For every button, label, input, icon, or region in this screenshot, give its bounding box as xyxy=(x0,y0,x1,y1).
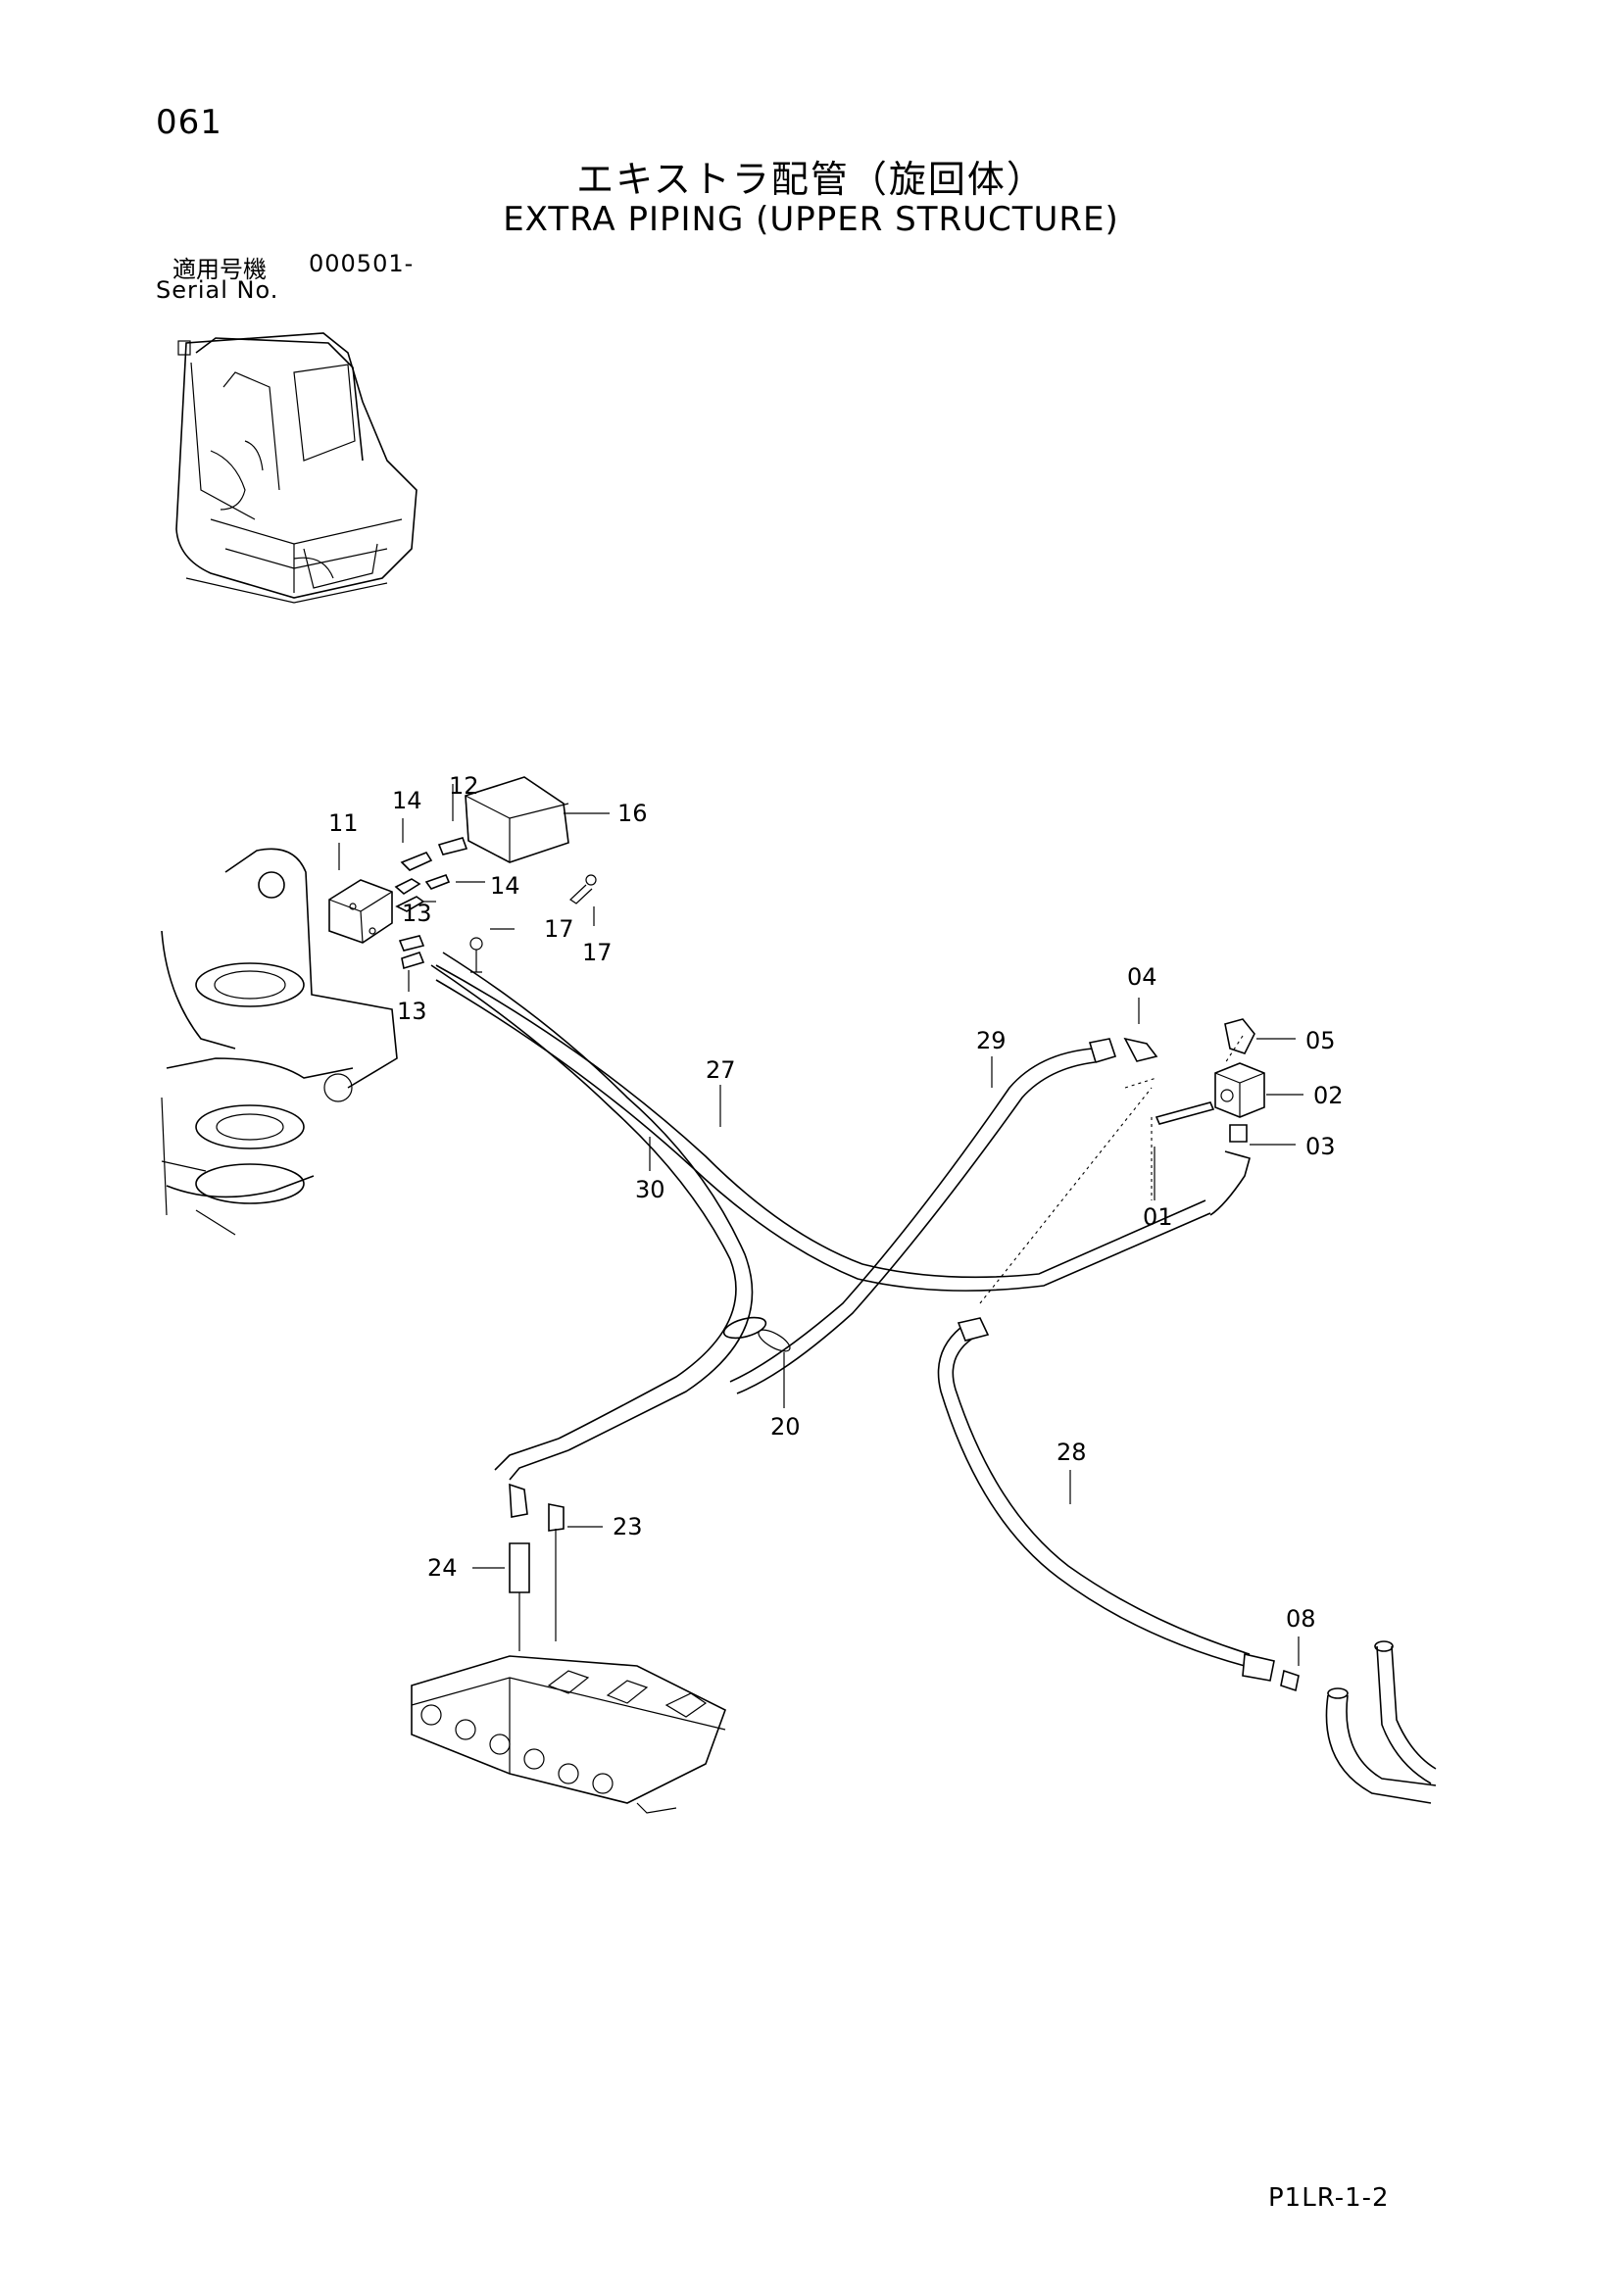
callout-14: 14 xyxy=(392,787,422,814)
page-number: 061 xyxy=(156,103,222,142)
callout-23: 23 xyxy=(613,1513,643,1540)
title-japanese: エキストラ配管（旋回体） xyxy=(576,158,1046,201)
callout-labels: 11 14 12 16 14 13 17 17 13 04 05 29 27 0… xyxy=(328,772,1344,1633)
title-english: EXTRA PIPING (UPPER STRUCTURE) xyxy=(503,200,1119,239)
callout-24: 24 xyxy=(427,1554,458,1582)
callout-01: 01 xyxy=(1143,1203,1173,1231)
block-11-assembly xyxy=(328,837,483,973)
serial-number-value: 000501- xyxy=(309,250,415,277)
callout-03: 03 xyxy=(1305,1133,1336,1160)
footer-page-code: P1LR-1-2 xyxy=(1268,2183,1390,2213)
callout-12: 12 xyxy=(449,772,479,800)
hose-28 xyxy=(937,1317,1300,1692)
callout-05: 05 xyxy=(1305,1027,1336,1054)
callout-14-lower: 14 xyxy=(490,872,520,900)
pipe-lower-right xyxy=(1325,1640,1437,1804)
callout-11: 11 xyxy=(328,809,359,837)
callout-16: 16 xyxy=(617,800,648,827)
callout-17-right: 17 xyxy=(582,939,613,966)
swing-bracket-illustration xyxy=(161,848,398,1236)
callout-20: 20 xyxy=(770,1413,801,1441)
control-valve-assembly xyxy=(411,1483,726,1814)
hose-27-30 xyxy=(430,952,1211,1481)
callout-29: 29 xyxy=(976,1027,1007,1054)
serial-label-japanese: 適用号機 xyxy=(172,256,267,283)
callout-13-lower: 13 xyxy=(397,998,427,1025)
excavator-cab-illustration xyxy=(175,332,418,604)
callout-28: 28 xyxy=(1057,1439,1087,1466)
callout-30: 30 xyxy=(635,1176,665,1203)
clamp-20 xyxy=(722,1316,791,1352)
hose-29 xyxy=(729,1037,1158,1394)
callout-13: 13 xyxy=(402,900,432,927)
cover-16 xyxy=(465,776,597,904)
block-02-assembly xyxy=(979,1018,1265,1304)
leader-lines xyxy=(338,784,1303,1666)
callout-27: 27 xyxy=(706,1056,736,1084)
callout-04: 04 xyxy=(1127,963,1157,991)
callout-02: 02 xyxy=(1313,1082,1344,1109)
serial-label-english: Serial No. xyxy=(156,276,279,304)
callout-08: 08 xyxy=(1286,1605,1316,1633)
callout-17: 17 xyxy=(544,915,574,943)
